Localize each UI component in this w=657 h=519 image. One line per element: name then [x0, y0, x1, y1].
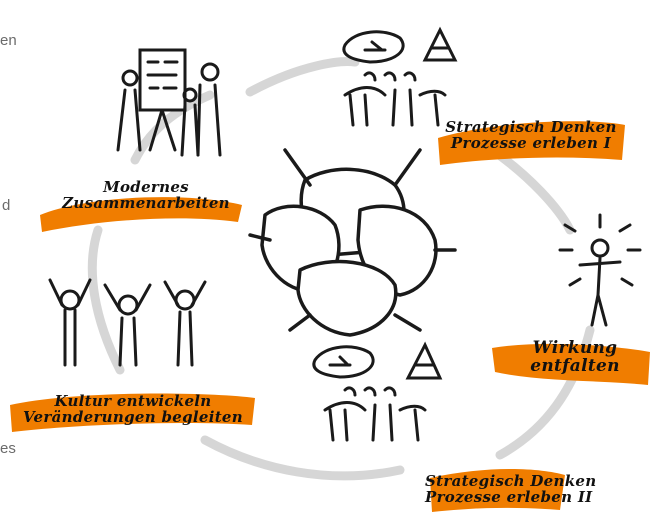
- highlight-strategisch-2: [430, 469, 565, 512]
- label-line: Strategisch Denken: [445, 118, 617, 136]
- cheering-people-icon: [48, 278, 207, 367]
- highlight-strategisch-1: [438, 121, 625, 165]
- label-strategisch-denken-1: Strategisch Denken Prozesse erleben I: [436, 118, 626, 152]
- label-line: Zusammenarbeiten: [62, 193, 230, 212]
- label-strategisch-denken-2: Strategisch Denken Prozesse erleben II: [425, 472, 597, 506]
- label-line: Strategisch Denken: [425, 472, 597, 490]
- highlight-modernes: [40, 197, 242, 232]
- highlight-kultur: [10, 393, 255, 432]
- label-modernes-zusammenarbeiten: Modernes Zusammenarbeiten: [52, 178, 240, 212]
- label-line: Veränderungen begleiten: [23, 407, 243, 426]
- strategy-group-icon-2: [312, 341, 443, 442]
- edge-text-fragment: es: [0, 440, 16, 457]
- highlight-wirkung: [492, 343, 650, 385]
- label-line: Kultur entwickeln: [54, 392, 212, 410]
- edge-text-fragment: d: [2, 197, 11, 214]
- edge-text-fragment: en: [0, 32, 17, 49]
- stacked-hands-icon: [248, 148, 457, 337]
- label-line: entfalten: [530, 355, 620, 376]
- label-kultur-entwickeln: Kultur entwickeln Veränderungen begleite…: [8, 392, 258, 426]
- label-line: Wirkung: [532, 338, 618, 358]
- people-at-flipchart-icon: [116, 48, 222, 157]
- strategy-group-icon: [342, 26, 458, 127]
- shining-person-icon: [558, 213, 642, 327]
- label-line: Prozesse erleben I: [450, 133, 612, 152]
- label-wirkung-entfalten: Wirkung entfalten: [500, 338, 650, 376]
- label-highlights: [10, 121, 650, 512]
- label-line: Prozesse erleben II: [425, 487, 593, 506]
- label-line: Modernes: [103, 178, 189, 196]
